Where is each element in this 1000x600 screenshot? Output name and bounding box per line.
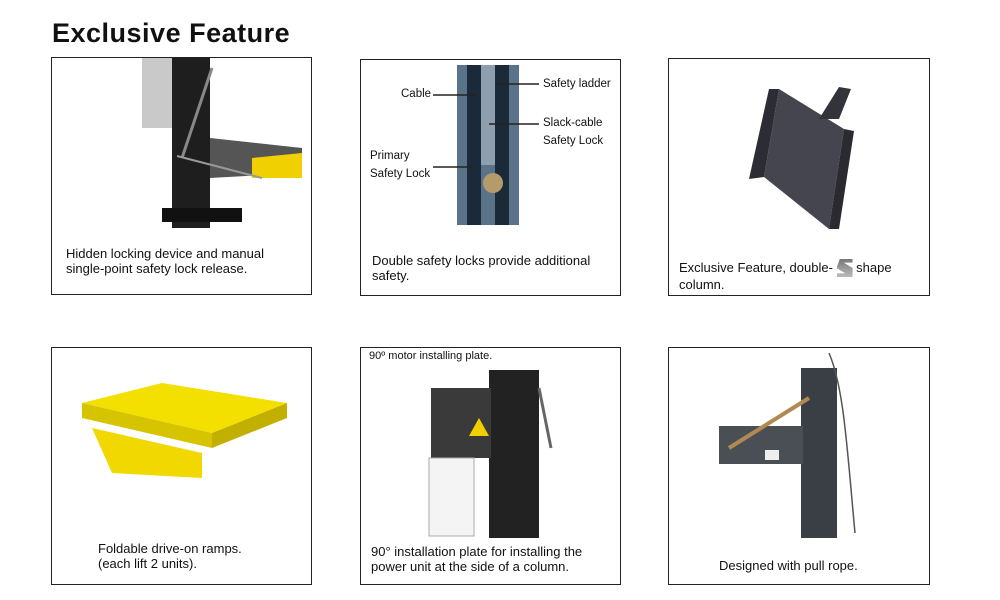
caption: Hidden locking device and manual single-…	[66, 246, 265, 276]
label-primary: Primary	[370, 150, 410, 162]
label-safety-ladder: Safety ladder	[543, 78, 611, 90]
caption-start: Exclusive Feature, double-	[679, 260, 833, 275]
feature-panel-locking-device: Hidden locking device and manual single-…	[51, 57, 312, 295]
feature-panel-safety-locks: Cable Safety ladder Slack-cable Safety L…	[360, 59, 621, 296]
feature-panel-pull-rope: Designed with pull rope.	[668, 347, 930, 585]
caption: Double safety locks provide additional s…	[372, 253, 591, 283]
caption: Designed with pull rope.	[719, 558, 858, 573]
label-cable: Cable	[401, 88, 432, 100]
caption-line-2: (each lift 2 units).	[98, 556, 197, 571]
locking-device-image	[142, 58, 302, 228]
motor-plate-label: 90º motor installing plate.	[369, 350, 493, 362]
caption-end: column.	[679, 277, 725, 292]
motor-plate-image	[428, 370, 553, 538]
page-title: Exclusive Feature	[52, 18, 291, 48]
column-image	[749, 87, 854, 229]
caption: Foldable drive-on ramps. (each lift 2 un…	[98, 541, 308, 571]
label-slack-cable: Slack-cable	[543, 117, 603, 129]
label-slack-cable-lock: Safety Lock	[543, 135, 604, 147]
pull-rope-image	[719, 352, 856, 538]
caption-shape: shape	[856, 260, 892, 275]
s-shape-icon	[836, 259, 853, 277]
caption: Exclusive Feature, double- shape column.	[679, 259, 924, 292]
ramp-image	[82, 383, 287, 478]
label-primary-lock: Safety Lock	[370, 168, 431, 180]
caption-line-1: Foldable drive-on ramps.	[98, 541, 242, 556]
feature-panel-column-shape: Exclusive Feature, double- shape column.	[668, 58, 930, 296]
safety-locks-image	[433, 65, 539, 225]
feature-panel-motor-plate: 90º motor installing plate. 90° installa…	[360, 347, 621, 585]
caption: 90° installation plate for installing th…	[371, 544, 583, 574]
feature-panel-ramps: Foldable drive-on ramps. (each lift 2 un…	[51, 347, 312, 585]
